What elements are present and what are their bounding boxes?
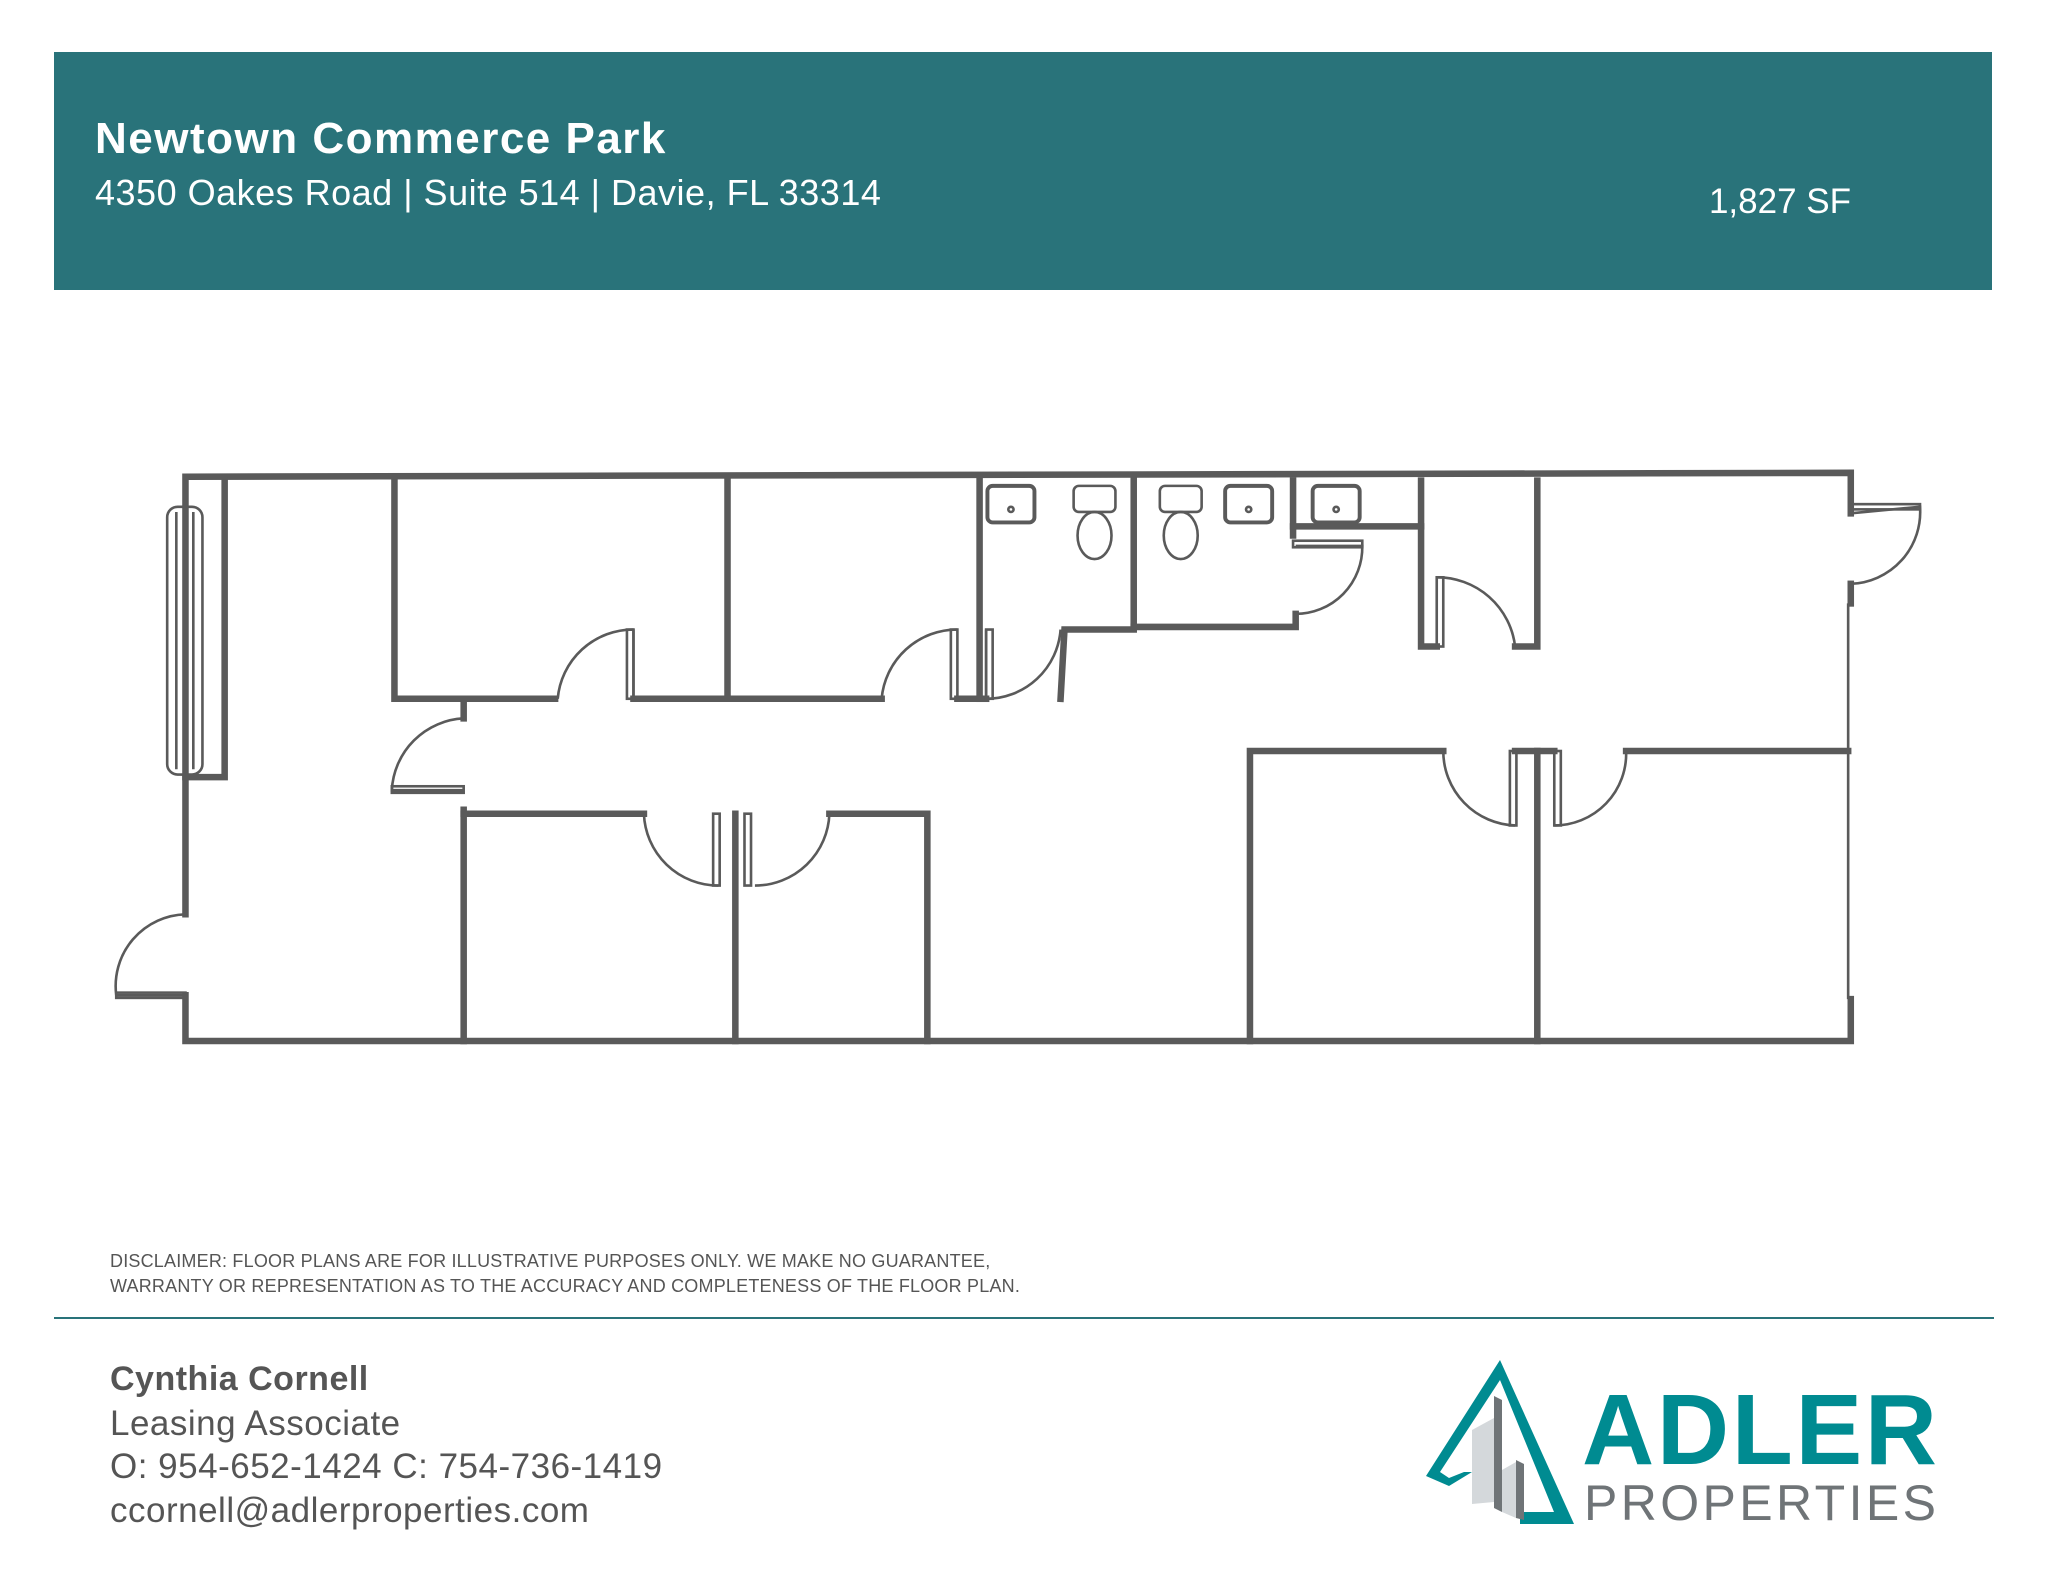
contact-name: Cynthia Cornell [110,1360,369,1398]
contact-role: Leasing Associate [110,1403,401,1443]
header-banner: Newtown Commerce Park 4350 Oakes Road | … [54,52,1992,290]
svg-text:PROPERTIES: PROPERTIES [1584,1475,1936,1527]
disclaimer-line: WARRANTY OR REPRESENTATION AS TO THE ACC… [110,1276,1021,1296]
adler-logo: ADLER PROPERTIES [1426,1360,1937,1527]
contact-block: Cynthia Cornell Leasing Associate O: 954… [110,1358,663,1532]
property-title: Newtown Commerce Park [95,114,667,163]
contact-email[interactable]: ccornell@adlerproperties.com [110,1490,590,1530]
property-address: 4350 Oakes Road | Suite 514 | Davie, FL … [95,172,882,213]
divider [54,1317,1994,1319]
disclaimer-line: DISCLAIMER: FLOOR PLANS ARE FOR ILLUSTRA… [110,1251,991,1271]
svg-text:ADLER: ADLER [1582,1374,1937,1486]
disclaimer: DISCLAIMER: FLOOR PLANS ARE FOR ILLUSTRA… [110,1249,1020,1299]
contact-phones: O: 954-652-1424 C: 754-736-1419 [110,1447,663,1486]
square-footage: 1,827 SF [1708,182,1851,221]
